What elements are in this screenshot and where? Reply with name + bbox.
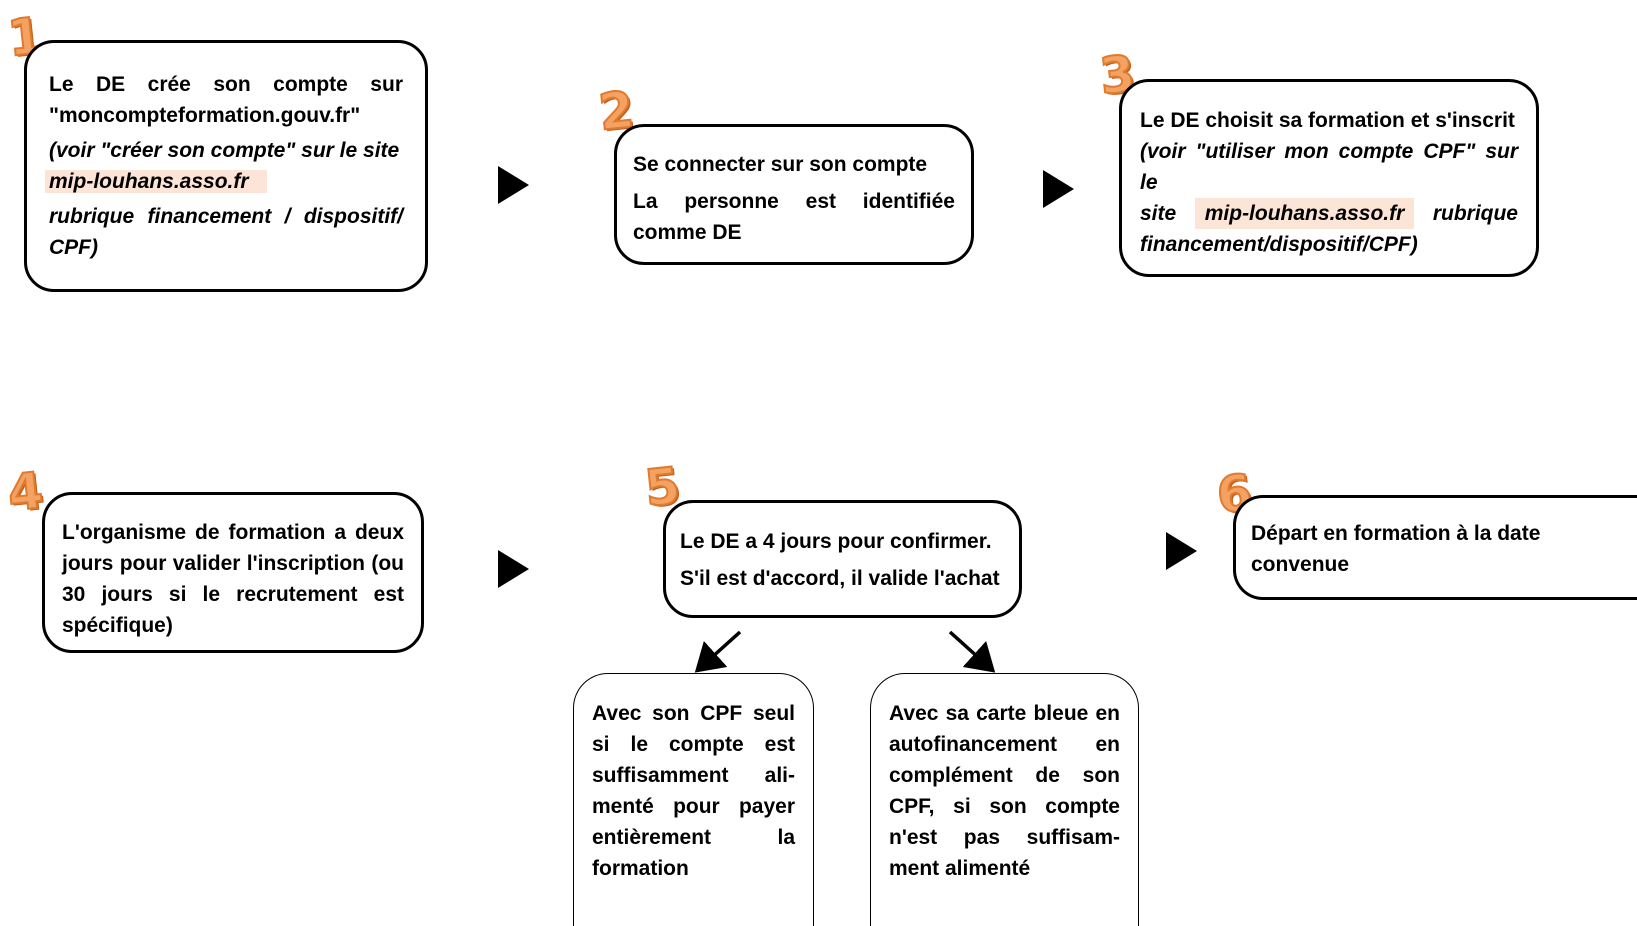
step-1-line4: rubrique financement / dispositif/ (49, 205, 403, 228)
step-3-site-link[interactable]: mip-louhans.asso.fr (1194, 198, 1415, 229)
option-a-line6: formation (592, 857, 689, 880)
step-4-line3: 30 jours si le recrutement est (62, 583, 404, 606)
step-4-line1: L'organisme de formation a deux (62, 521, 404, 544)
arrow-right-icon-4-5 (498, 550, 529, 588)
step-5-line1: Le DE a 4 jours pour confirmer. (680, 530, 992, 553)
option-a-line4: menté pour payer (592, 795, 795, 818)
arrow-to-card-option-icon (948, 630, 996, 673)
step-4-box: L'organisme de formation a deux jours po… (42, 492, 424, 653)
option-card-box: Avec sa carte bleue en autofinancement e… (870, 673, 1139, 926)
step-2-line2: La personne est identifiée (633, 190, 955, 213)
arrow-right-icon-5-6 (1166, 532, 1197, 570)
arrow-right-icon-2-3 (1043, 170, 1074, 208)
step-5-box: Le DE a 4 jours pour confirmer. S'il est… (663, 500, 1022, 618)
step-1-line1: Le DE crée son compte sur (49, 73, 403, 96)
step-6-box: Départ en formation à la date convenue (1233, 495, 1637, 600)
option-b-line3: complément de son (889, 764, 1120, 787)
step-5-line2: S'il est d'accord, il valide l'achat (680, 567, 1000, 590)
step-3-box: Le DE choisit sa formation et s'inscrit … (1119, 79, 1539, 277)
step-1-site-link[interactable]: mip-louhans.asso.fr (45, 170, 267, 193)
step-4-line2: jours pour valider l'inscription (ou (62, 552, 404, 575)
step-3-line1: Le DE choisit sa formation et s'inscrit (1140, 109, 1515, 132)
step-1-box: Le DE crée son compte sur "moncompteform… (24, 40, 428, 292)
arrow-right-icon-1-2 (498, 166, 529, 204)
step-1-line3: (voir "créer son compte" sur le site (49, 139, 400, 162)
step-1-line5: CPF) (49, 236, 98, 259)
step-6-line2: convenue (1251, 553, 1350, 576)
option-a-line5: entièrement la (592, 826, 795, 849)
step-1-link-row: mip-louhans.asso.fr (45, 166, 403, 197)
option-b-line5: n'est pas suffisam- (889, 826, 1120, 849)
step-4-line4: spécifique) (62, 614, 173, 637)
option-b-line1: Avec sa carte bleue en (889, 702, 1120, 725)
step-6-line1: Départ en formation à la date (1251, 522, 1541, 545)
step-3-line4: financement/dispositif/CPF) (1140, 233, 1418, 256)
option-a-line2: si le compte est (592, 733, 795, 756)
option-b-line4: CPF, si son compte (889, 795, 1120, 818)
option-b-line2: autofinancement en (889, 733, 1120, 756)
step-3-line3-pre: site (1140, 202, 1177, 225)
option-a-line3: suffisamment ali- (592, 764, 795, 787)
option-a-line1: Avec son CPF seul (592, 702, 795, 725)
step-2-box: Se connecter sur son compte La personne … (614, 124, 974, 265)
option-b-line6: ment alimenté (889, 857, 1031, 880)
step-1-line2: "moncompteformation.gouv.fr" (49, 104, 361, 127)
step-3-line2: (voir "utiliser mon compte CPF" sur le (1140, 140, 1518, 194)
option-cpf-only-box: Avec son CPF seul si le compte est suffi… (573, 673, 814, 926)
step-3-line3: site mip-louhans.asso.fr rubrique (1140, 198, 1518, 229)
step-2-line1: Se connecter sur son compte (633, 153, 928, 176)
step-3-line3-post: rubrique (1432, 202, 1518, 225)
step-2-line3: comme DE (633, 221, 742, 244)
arrow-to-cpf-option-icon (694, 630, 742, 673)
